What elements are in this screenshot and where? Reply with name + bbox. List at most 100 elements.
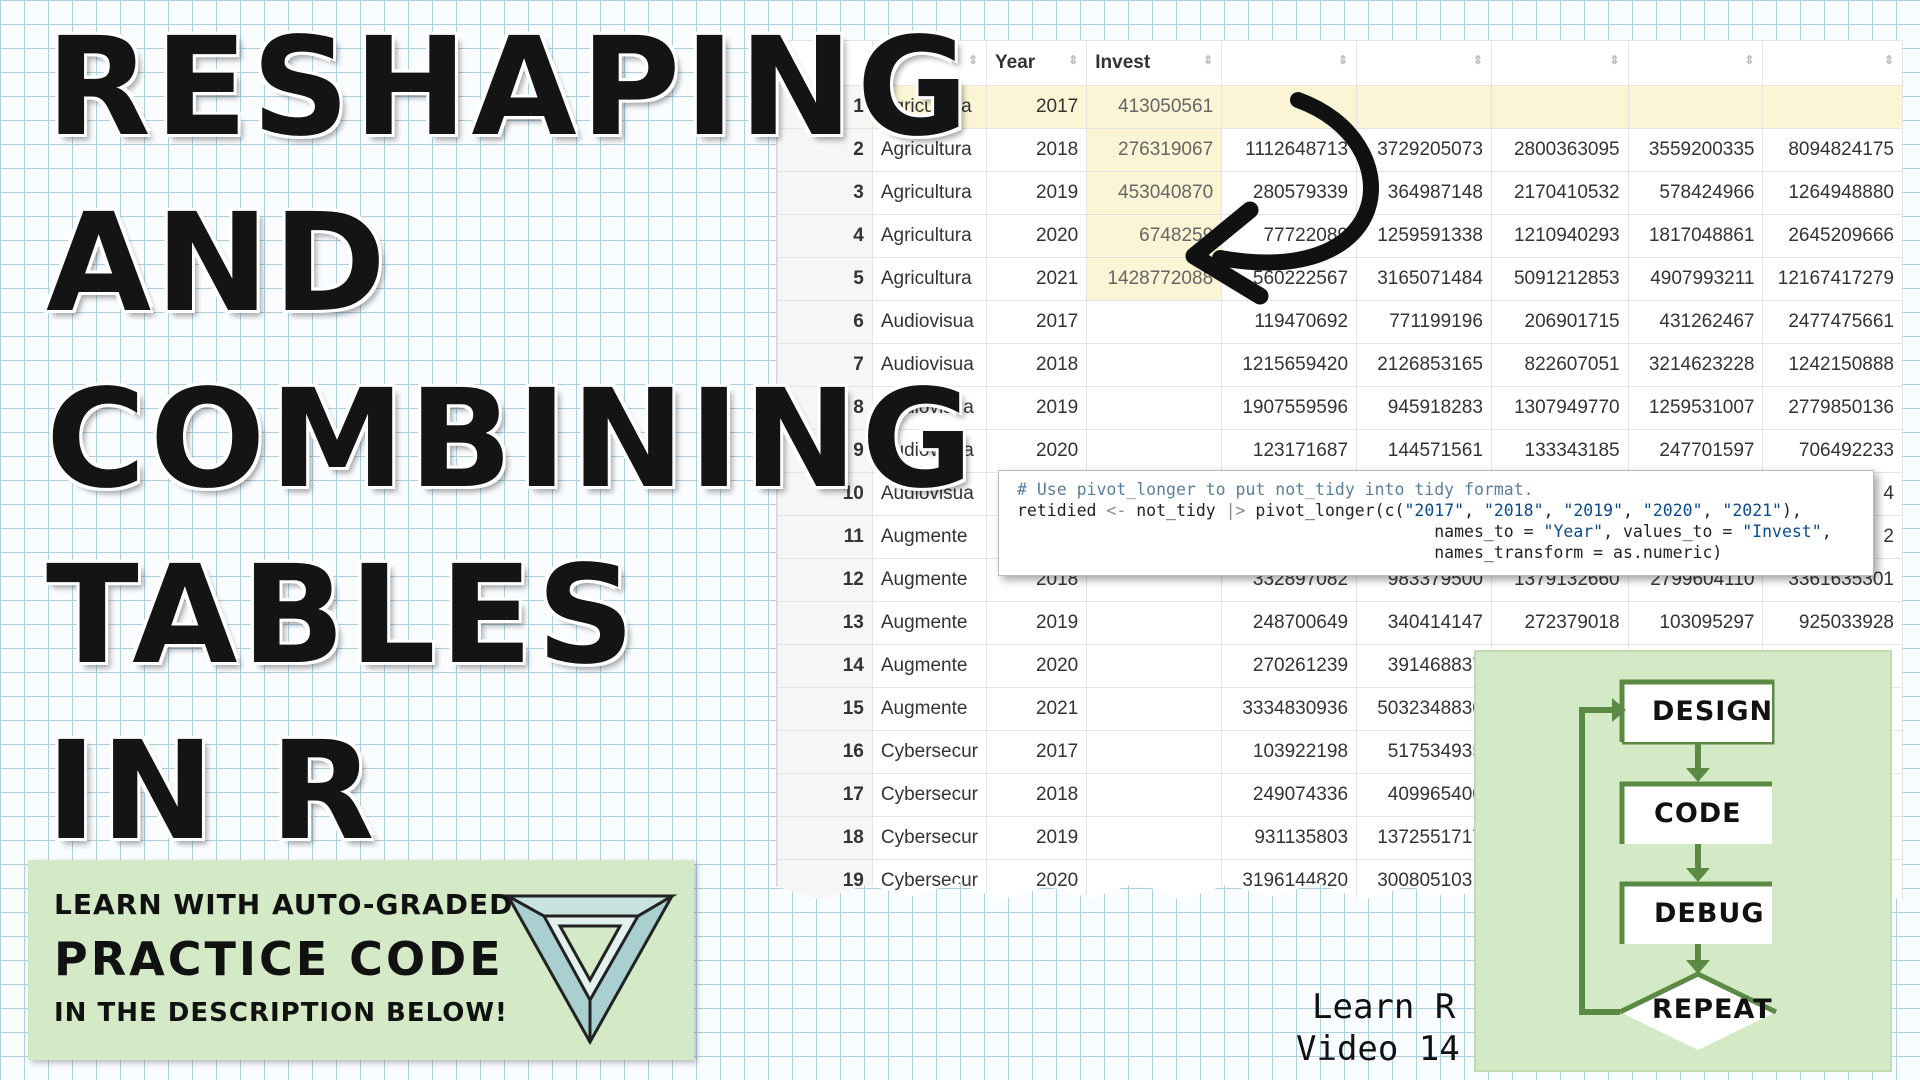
sort-icon[interactable]: ⇕: [1472, 53, 1483, 67]
cell-value: 3214623228: [1627, 343, 1764, 387]
row-number: 5: [777, 257, 873, 301]
video-number-text: Video 14: [1296, 1029, 1460, 1069]
header-field[interactable]: E⇕: [871, 40, 988, 86]
table-header-row: E⇕ Year⇕ Invest⇕ ⇕ ⇕ ⇕ ⇕ ⇕: [777, 40, 1903, 86]
video-label: Learn R Video 14: [1296, 986, 1460, 1070]
cell-name: Augmente: [871, 644, 988, 688]
cell-value: 1264948880: [1762, 171, 1903, 215]
cell-value: 270261239: [1221, 644, 1358, 688]
cell-year: 2020: [985, 214, 1088, 258]
title-line: RESHAPING: [46, 9, 973, 167]
cell-invest: [1086, 429, 1223, 473]
practice-banner[interactable]: LEARN WITH AUTO-GRADED PRACTICE CODE IN …: [28, 860, 694, 1060]
code-token: |>: [1225, 501, 1246, 520]
header-col6[interactable]: ⇕: [1356, 40, 1492, 86]
row-number: 17: [777, 773, 873, 817]
cell-value: 517534935: [1356, 730, 1492, 774]
code-indent: [1017, 543, 1434, 562]
cell-invest: [1086, 773, 1223, 817]
cell-name: Cybersecur: [871, 816, 988, 860]
cell-value: 706492233: [1762, 429, 1903, 473]
learn-r-text: Learn R: [1312, 987, 1456, 1027]
header-col5[interactable]: ⇕: [1221, 40, 1358, 86]
title-line: COMBINING: [46, 361, 977, 519]
cell-value: 1215659420: [1221, 343, 1358, 387]
cell-value: 3196144820: [1221, 859, 1358, 900]
cell-value: 1259531007: [1627, 386, 1764, 430]
cell-value: 2645209666: [1762, 214, 1903, 258]
code-string: "Year": [1543, 522, 1604, 541]
header-col9[interactable]: ⇕: [1762, 40, 1903, 86]
sort-icon[interactable]: ⇕: [1744, 53, 1755, 67]
cell-name: Audiovisua: [871, 472, 988, 516]
cell-value: 133343185: [1490, 429, 1629, 473]
sort-icon[interactable]: ⇕: [1203, 53, 1214, 67]
sort-icon[interactable]: ⇕: [967, 53, 978, 67]
cell-name: Augmente: [871, 601, 988, 645]
row-number: 3: [777, 171, 873, 215]
cell-year: 2020: [985, 859, 1088, 900]
row-number: 7: [777, 343, 873, 387]
cell-value: 1817048861: [1627, 214, 1764, 258]
cell-value: 2477475661: [1762, 300, 1903, 344]
page-title: RESHAPING AND COMBINING TABLES IN R: [46, 0, 977, 880]
code-string: "2018": [1483, 501, 1544, 520]
cell-invest: [1086, 687, 1223, 731]
header-invest[interactable]: Invest⇕: [1086, 40, 1223, 86]
cell-value: 5032348830: [1356, 687, 1492, 731]
cell-value: 3559200335: [1627, 128, 1764, 172]
row-number: 15: [777, 687, 873, 731]
cell-year: 2018: [985, 773, 1088, 817]
cell-invest: [1086, 816, 1223, 860]
sort-icon[interactable]: ⇕: [1068, 53, 1079, 67]
cell-year: 2018: [985, 128, 1088, 172]
cell-value: 2170410532: [1490, 171, 1629, 215]
cell-value: 1372551717: [1356, 816, 1492, 860]
header-rownum[interactable]: [777, 40, 873, 86]
row-number: 2: [777, 128, 873, 172]
cell-value: 2126853165: [1356, 343, 1492, 387]
cell-year: 2020: [985, 644, 1088, 688]
header-col7[interactable]: ⇕: [1490, 40, 1629, 86]
cell-year: 2020: [985, 429, 1088, 473]
cell-value: 2800363095: [1490, 128, 1629, 172]
code-token: names_transform = as.numeric): [1434, 543, 1723, 562]
cell-value: [1356, 85, 1492, 129]
header-year[interactable]: Year⇕: [985, 40, 1088, 86]
cell-name: Agricultura: [871, 257, 988, 301]
flow-step-design: DESIGN: [1652, 696, 1774, 727]
code-string: "2017": [1404, 501, 1465, 520]
sort-icon[interactable]: ⇕: [1883, 53, 1894, 67]
row-number: 1: [777, 85, 873, 129]
practice-line-2: PRACTICE CODE: [54, 932, 504, 986]
cell-name: Audiovisua: [871, 429, 988, 473]
header-col8[interactable]: ⇕: [1627, 40, 1764, 86]
cell-value: 3729205073: [1356, 128, 1492, 172]
cell-value: 103095297: [1627, 601, 1764, 645]
cell-value: [1627, 85, 1764, 129]
sort-icon[interactable]: ⇕: [1609, 53, 1620, 67]
cell-year: 2019: [985, 386, 1088, 430]
cell-value: 925033928: [1762, 601, 1903, 645]
code-token: ,: [1543, 501, 1564, 520]
cell-value: 3165071484: [1356, 257, 1492, 301]
cell-value: [1762, 85, 1903, 129]
cell-name: Cybersecur: [871, 730, 988, 774]
cell-value: 3008051031: [1356, 859, 1492, 900]
cell-invest: [1086, 601, 1223, 645]
row-number: 12: [777, 558, 873, 602]
cell-value: 931135803: [1221, 816, 1358, 860]
curved-arrow-icon: [1185, 92, 1379, 305]
cell-value: 1907559596: [1221, 386, 1358, 430]
cell-value: 3334830936: [1221, 687, 1358, 731]
sort-icon[interactable]: ⇕: [1337, 53, 1349, 67]
code-token: ),: [1782, 501, 1802, 520]
cell-value: 247701597: [1627, 429, 1764, 473]
